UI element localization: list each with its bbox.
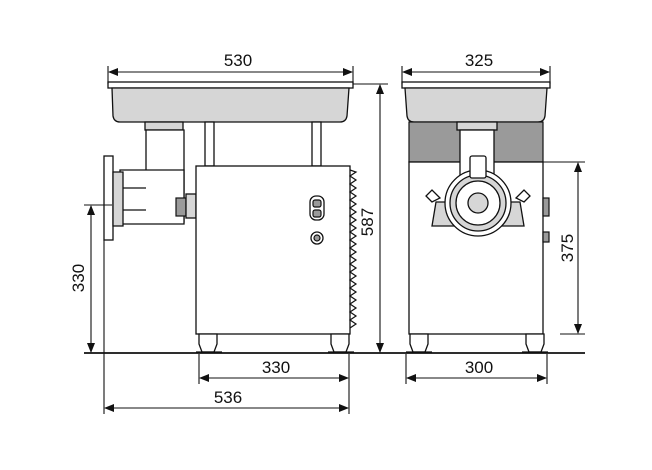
dim-label-side-height-total: 587 — [358, 208, 377, 236]
front-side-controls — [542, 197, 550, 243]
side-reverse-button — [310, 231, 324, 245]
dim-label-front-base-width: 300 — [465, 358, 493, 377]
front-view — [401, 81, 551, 353]
dim-label-side-base-width: 330 — [262, 358, 290, 377]
side-hopper-tray — [107, 81, 354, 123]
front-feet — [406, 333, 548, 353]
side-power-switch — [309, 195, 325, 221]
side-lock-knob — [175, 193, 197, 219]
dimension-lines — [84, 66, 585, 414]
side-support-columns — [204, 121, 322, 167]
side-motor-body — [195, 165, 358, 335]
dim-label-front-outlet-height: 375 — [558, 234, 577, 262]
side-vent-fins — [348, 169, 358, 329]
dim-label-side-top-width: 530 — [224, 51, 252, 70]
side-view — [103, 81, 358, 353]
front-hopper-tray — [401, 81, 551, 123]
dim-label-side-total-depth: 536 — [214, 388, 242, 407]
dim-label-side-outlet-height: 330 — [69, 264, 88, 292]
dim-label-front-top-width: 325 — [465, 51, 493, 70]
side-feet — [196, 333, 354, 353]
front-grinder-head — [425, 155, 531, 237]
side-grinder-head — [103, 155, 185, 241]
